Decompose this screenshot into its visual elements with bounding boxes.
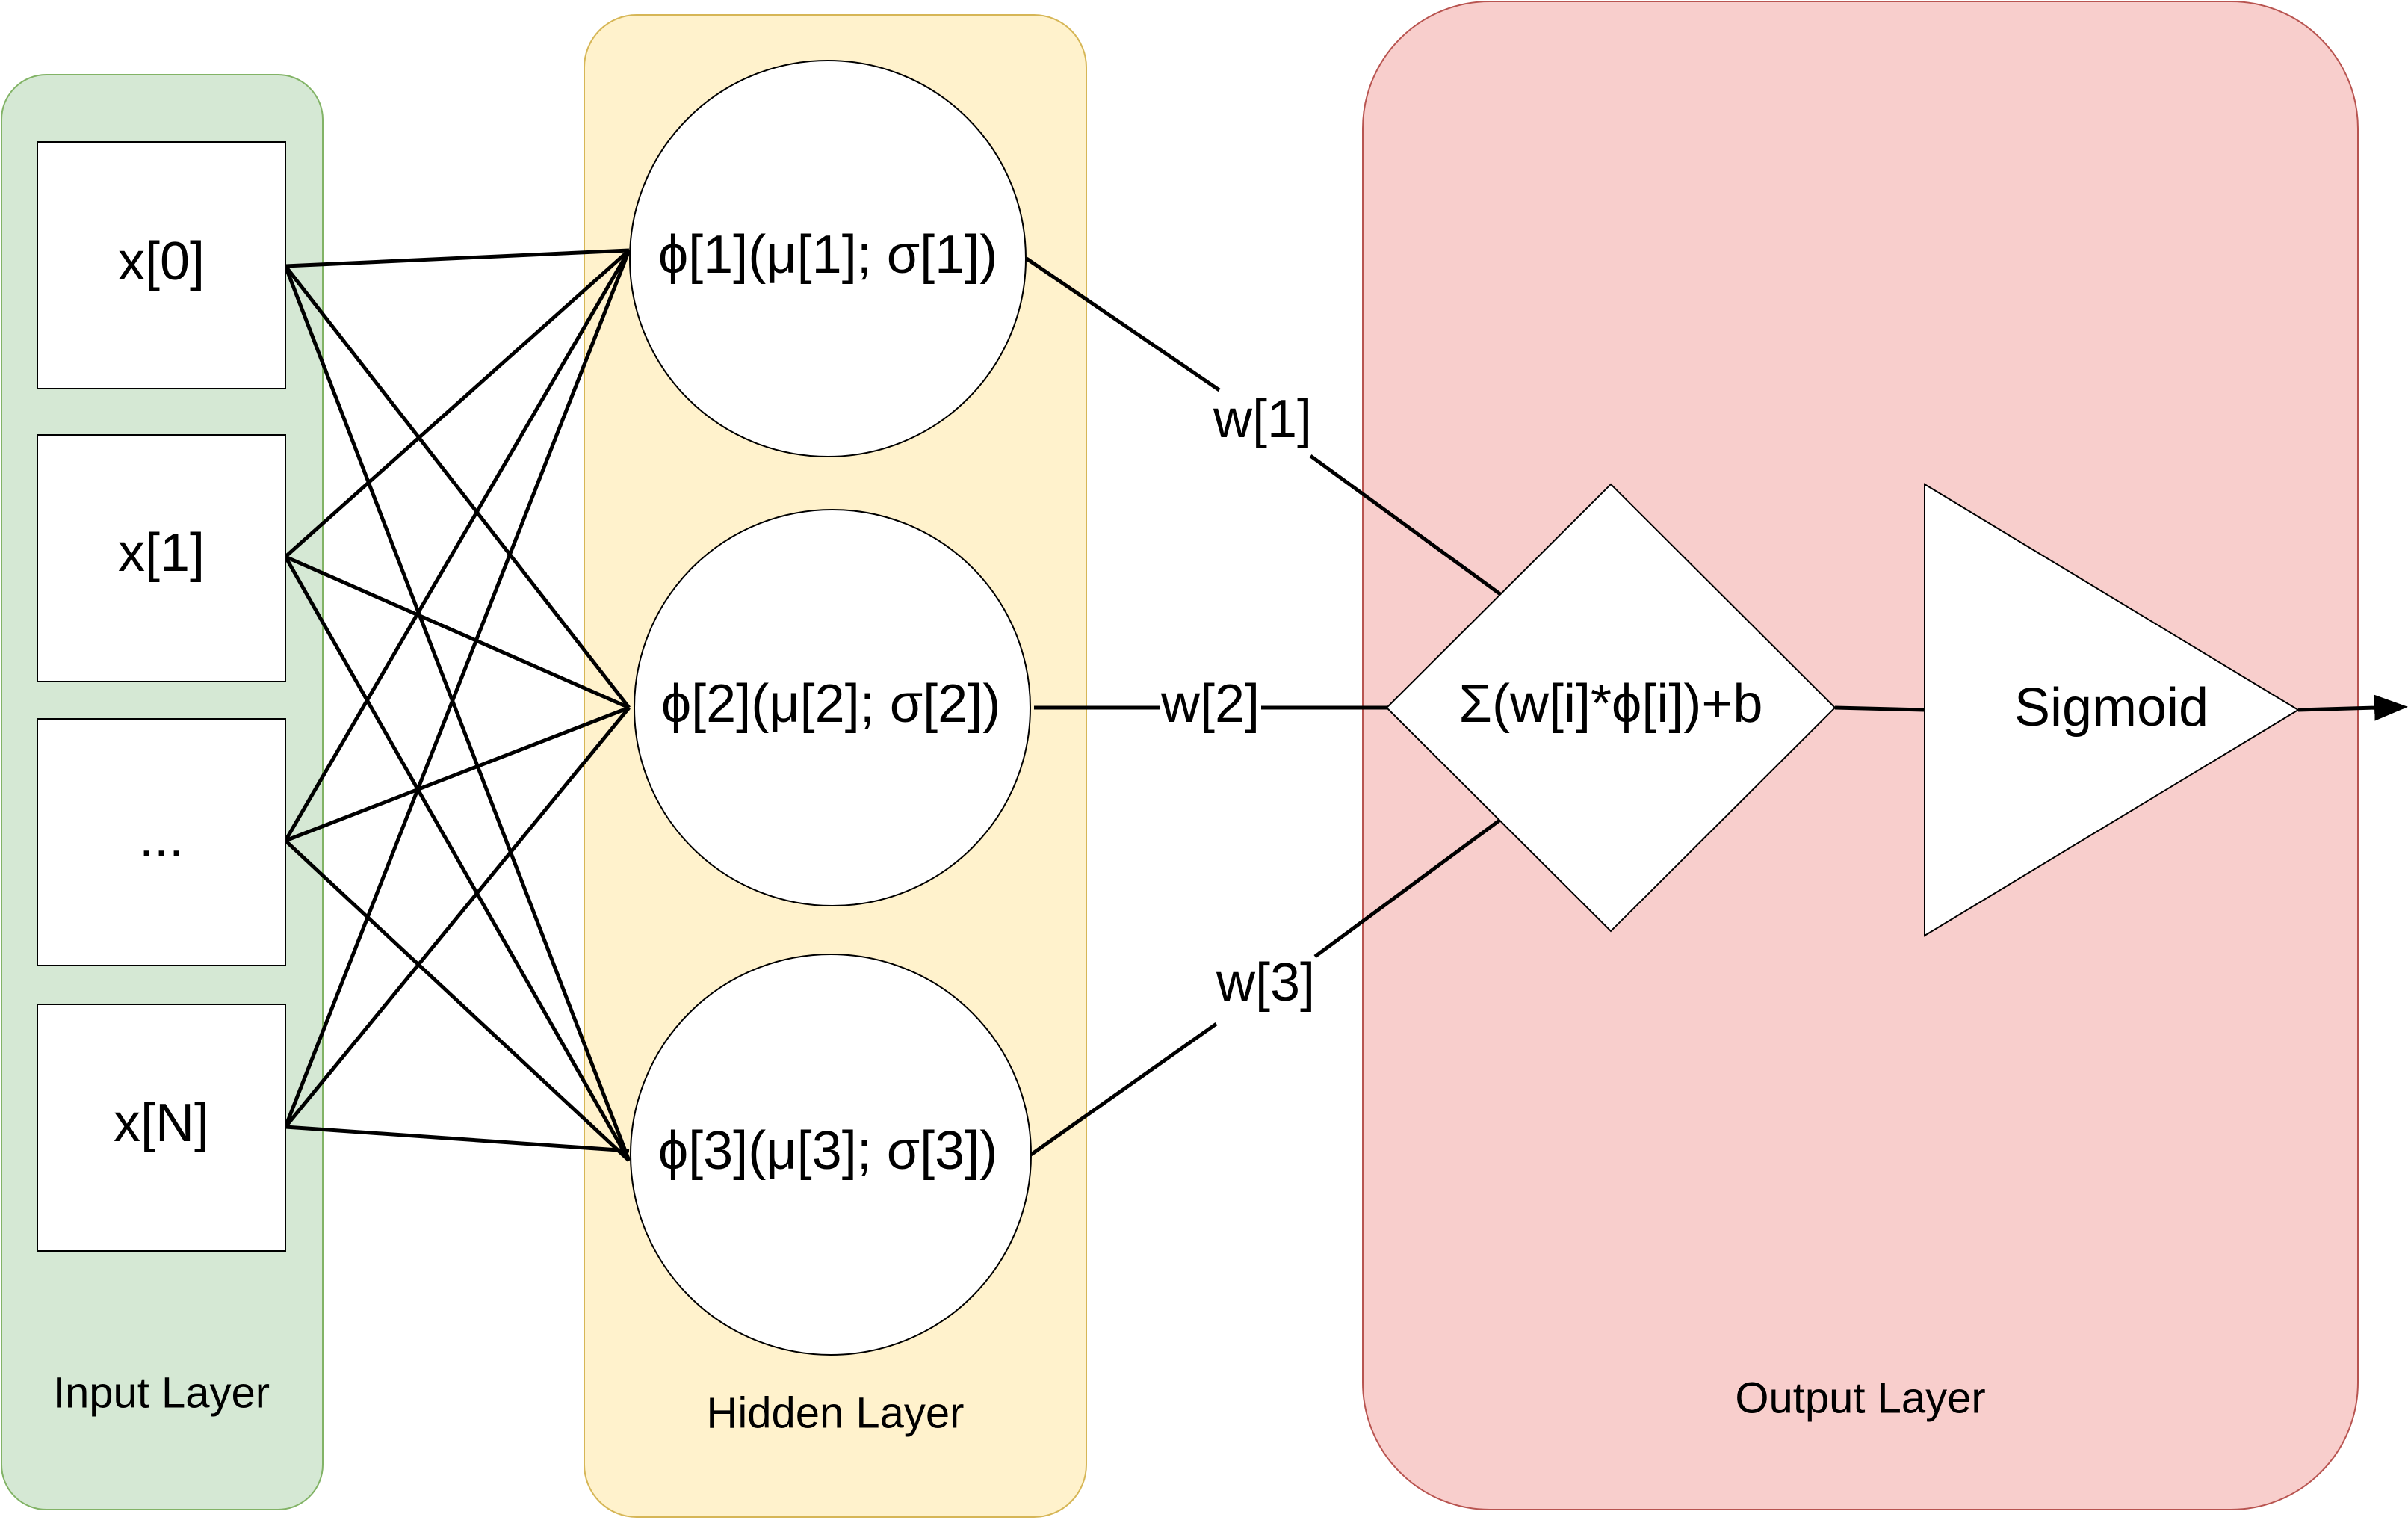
edge-sum-sigmoid — [1834, 705, 1925, 712]
weight-labels: w[1] w[2] w[3] — [1160, 389, 1315, 1013]
edge-w3-sum — [1313, 818, 1502, 959]
edge-xn-h1 — [283, 250, 631, 1128]
edge-xdots-h2 — [285, 705, 630, 843]
input-node-x0-label: x[0] — [118, 232, 205, 291]
hidden-layer-label: Hidden Layer — [707, 1388, 965, 1437]
summation-node-label: Σ(w[i]*ϕ[i])+b — [1459, 674, 1763, 734]
edge-x0-h2 — [284, 265, 631, 709]
layer-labels: Input Layer Hidden Layer Output Layer — [53, 1368, 1986, 1437]
output-nodes: Σ(w[i]*ϕ[i])+b Sigmoid — [1385, 483, 2300, 937]
hidden-node-3 — [630, 954, 1032, 1356]
hidden-node-1 — [629, 60, 1027, 457]
sigmoid-node — [1924, 483, 2300, 937]
weight-label-w2: w[2] — [1160, 674, 1260, 734]
output-layer-panel — [1362, 1, 2359, 1510]
input-layer-label: Input Layer — [53, 1368, 270, 1417]
edge-xn-h3 — [285, 1125, 630, 1153]
hidden-node-1-label: ϕ[1](μ[1]; σ[1]) — [658, 225, 997, 285]
input-node-ellipsis-label: ... — [139, 809, 184, 868]
edge-h3-w3 — [1030, 1022, 1218, 1157]
input-node-xn-label: x[N] — [114, 1093, 209, 1153]
edge-x1-h2 — [284, 555, 631, 710]
input-node-x1-label: x[1] — [118, 523, 205, 583]
hidden-nodes: ϕ[1](μ[1]; σ[1]) ϕ[2](μ[2]; σ[2]) ϕ[3](μ… — [629, 60, 1032, 1356]
input-node-ellipsis — [37, 718, 286, 966]
edge-xdots-h3 — [284, 839, 631, 1162]
hidden-node-3-label: ϕ[3](μ[3]; σ[3]) — [658, 1121, 997, 1181]
edge-x0-h1 — [285, 248, 630, 268]
edge-x1-h3 — [283, 555, 631, 1162]
hidden-output-connections — [1025, 256, 2408, 1157]
edge-x0-h3 — [283, 265, 631, 1161]
output-arrow — [2297, 694, 2408, 721]
input-node-x1 — [37, 434, 286, 682]
hidden-node-2 — [634, 509, 1031, 906]
edge-x1-h1 — [284, 249, 631, 558]
sigmoid-node-label: Sigmoid — [2014, 678, 2209, 738]
edge-h1-w1 — [1025, 256, 1221, 392]
output-layer-label: Output Layer — [1735, 1374, 1985, 1422]
summation-node — [1385, 483, 1836, 933]
edge-xn-h2 — [284, 706, 631, 1128]
hidden-node-2-label: ϕ[2](μ[2]; σ[2]) — [661, 674, 1000, 734]
input-node-xn — [37, 1004, 286, 1252]
input-nodes: x[0] x[1] ... x[N] — [37, 141, 286, 1252]
edge-w1-sum — [1309, 454, 1502, 596]
input-hidden-connections — [283, 248, 631, 1162]
weight-label-w1: w[1] — [1213, 389, 1312, 449]
input-node-x0 — [37, 141, 286, 389]
edge-xdots-h1 — [283, 249, 631, 842]
weight-label-w3: w[3] — [1216, 953, 1315, 1013]
